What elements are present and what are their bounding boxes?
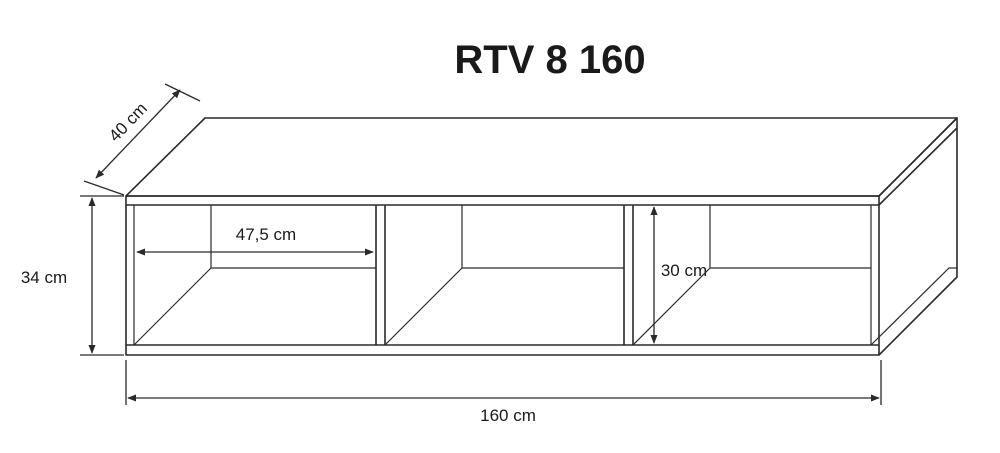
- divider-2: [623, 205, 634, 345]
- compartment-width-dimension: 47,5 cm: [136, 225, 374, 256]
- width-dimension: 160 cm: [125, 360, 882, 425]
- right-inner-bottom: [870, 267, 957, 346]
- compartment-3-back: [632, 205, 871, 346]
- top-surface: [125, 117, 958, 197]
- inner-height-dimension: 30 cm: [650, 206, 707, 344]
- width-label: 160 cm: [480, 406, 536, 425]
- divider-1: [375, 205, 386, 345]
- front-frame: [125, 205, 880, 356]
- depth-arrow: [95, 89, 181, 179]
- depth-ext-line-2: [164, 83, 201, 102]
- top-panel-front: [125, 195, 880, 206]
- right-side: [878, 128, 958, 356]
- compartment-width-label: 47,5 cm: [236, 225, 296, 244]
- compartment-1-back: [133, 205, 376, 346]
- cabinet: [125, 117, 958, 356]
- height-label: 34 cm: [21, 268, 67, 287]
- height-dimension: 34 cm: [21, 195, 124, 356]
- compartment-2-back: [384, 205, 624, 346]
- depth-ext-line-1: [83, 180, 125, 196]
- depth-label: 40 cm: [105, 99, 151, 146]
- product-title: RTV 8 160: [454, 38, 645, 82]
- inner-height-label: 30 cm: [661, 261, 707, 280]
- top-panel-side: [878, 117, 958, 206]
